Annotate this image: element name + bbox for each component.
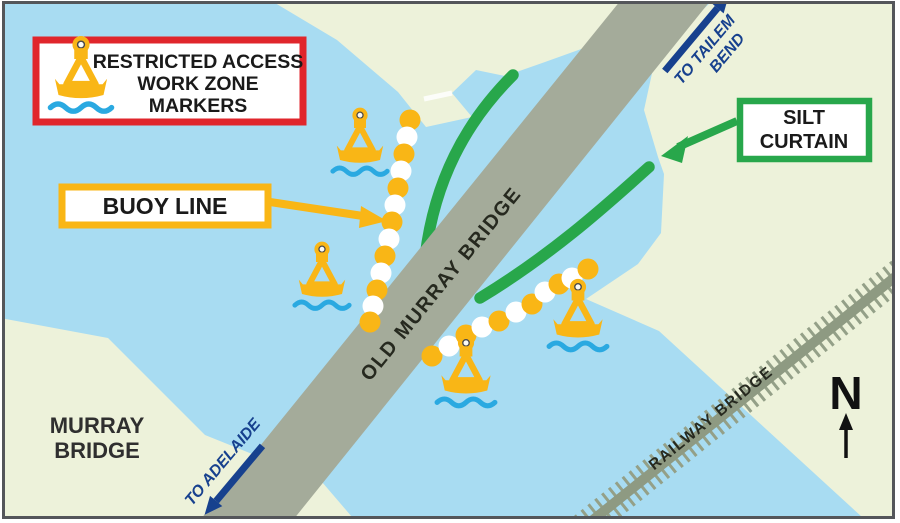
legend-line1: RESTRICTED ACCESS (93, 51, 304, 73)
silt-curtain-label-line2: CURTAIN (760, 131, 849, 153)
silt-curtain-callout: SILT CURTAIN (736, 97, 873, 163)
buoy-line-north-dot (396, 126, 418, 148)
buoy-line-north-dot (378, 228, 400, 250)
legend-line3: MARKERS (149, 95, 248, 117)
buoy-line-north-dot (362, 295, 384, 317)
buoy-line-north-dot (366, 279, 388, 301)
buoy-line-callout: BUOY LINE (58, 183, 272, 229)
murray-bridge-town-label-line1: MURRAY (50, 413, 145, 438)
buoy-line-label: BUOY LINE (103, 193, 228, 219)
to-tailem-arrow-shaft (662, 5, 721, 74)
north-arrow-head (839, 413, 853, 430)
buoy-line-south-dot (421, 345, 443, 367)
silt-curtain-box (736, 97, 873, 163)
buoy-line-south-dot (577, 258, 599, 280)
buoy-line-north-dot (393, 143, 415, 165)
railway-deck (587, 271, 894, 518)
buoy-line-north-dot (399, 109, 421, 131)
buoy-line-south-dot (505, 301, 527, 323)
buoy-line-north-dot (374, 245, 396, 267)
buoy-line-box (58, 183, 272, 229)
buoy-line-arrow-head (359, 206, 387, 228)
buoy-line-north-dot (387, 177, 409, 199)
silt-curtain-label-line1: SILT (783, 107, 825, 129)
buoy-line-north-dot (370, 262, 392, 284)
silt-curtain-east (474, 161, 655, 304)
to-adelaide-arrow-shaft (213, 443, 266, 504)
north-letter: N (829, 367, 862, 419)
buoy-line-north-dot (381, 211, 403, 233)
legend-line2: WORK ZONE (137, 73, 258, 95)
buoy-line-north-dot (359, 311, 381, 333)
buoy-line-south-dot (438, 335, 460, 357)
old-murray-bridge-deck (201, 2, 710, 518)
buoy-line-arrow-shaft (269, 198, 364, 220)
land-top-center (273, 2, 630, 127)
silt-curtain-west (418, 69, 519, 274)
silt-curtain-arrow-shaft (676, 117, 739, 151)
buoy-dot-lines (359, 109, 599, 367)
buoy-line-north-dot (390, 160, 412, 182)
north-indicator: N (829, 367, 863, 458)
to-adelaide-arrow-head (204, 495, 223, 515)
silt-curtain-arrow-head (661, 136, 688, 163)
buoy-line-north-dot (384, 194, 406, 216)
legend: RESTRICTED ACCESS WORK ZONE MARKERS (32, 36, 307, 126)
murray-bridge-town-label-line2: BRIDGE (54, 438, 140, 463)
shore-ramp-mark (423, 90, 453, 102)
buoy-line-south-dot (471, 316, 493, 338)
buoy-line-south-dot (488, 310, 510, 332)
